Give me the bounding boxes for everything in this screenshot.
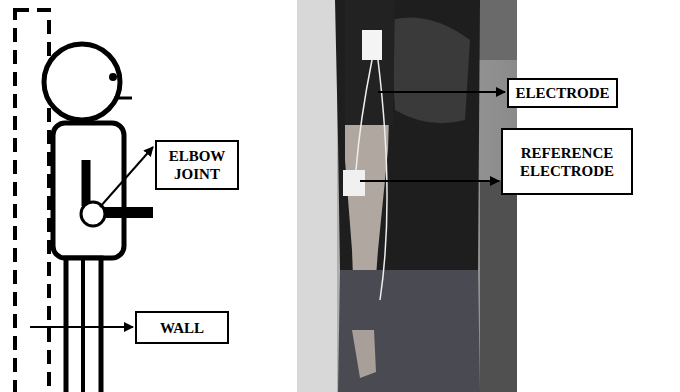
label-box: ELBOW JOINT xyxy=(155,140,239,190)
label-text: ELBOW JOINT xyxy=(163,147,231,183)
forearm xyxy=(104,207,153,218)
leader-arrow xyxy=(360,180,499,182)
legs xyxy=(66,258,101,392)
label-text: WALL xyxy=(160,319,204,337)
leader-arrow xyxy=(30,326,133,328)
leader-arrow xyxy=(378,91,505,93)
eye xyxy=(109,73,117,81)
head xyxy=(44,44,120,120)
leg-divide xyxy=(81,258,85,392)
upper-arm xyxy=(82,160,91,206)
mouth xyxy=(114,97,132,100)
label-text: REFERENCE ELECTRODE xyxy=(520,144,614,180)
label-box: WALL xyxy=(135,311,229,344)
leader-arrow xyxy=(100,147,153,207)
label-box: ELECTRODE xyxy=(507,78,618,108)
label-text: ELECTRODE xyxy=(515,84,609,102)
photo xyxy=(297,0,517,392)
label-box: REFERENCE ELECTRODE xyxy=(501,128,633,195)
wall-outline xyxy=(15,10,49,392)
